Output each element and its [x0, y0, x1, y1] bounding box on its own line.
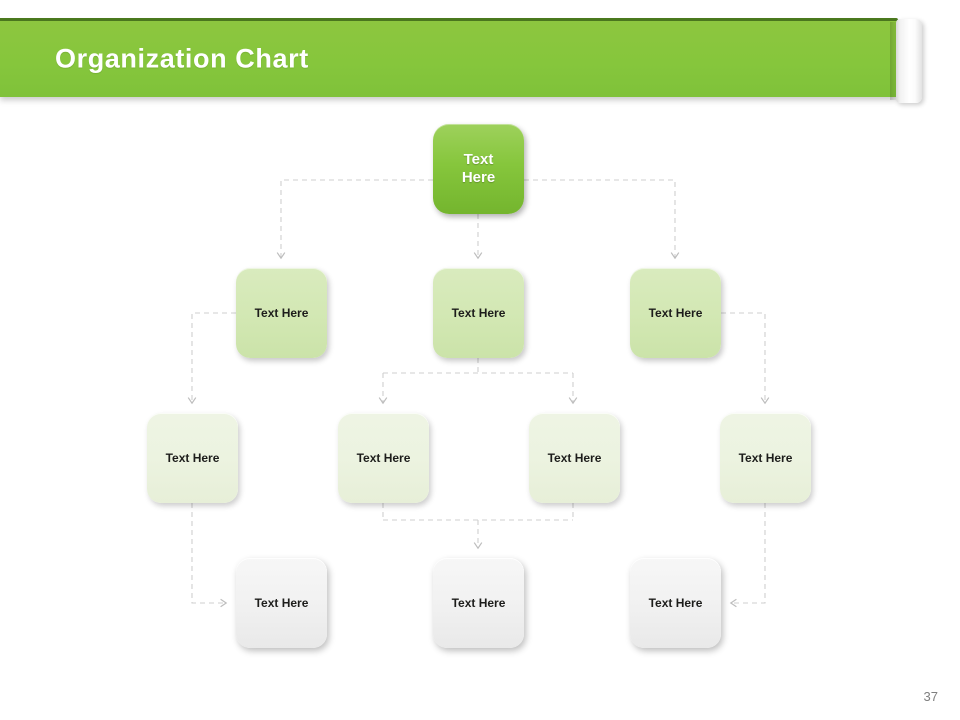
page-curl-decoration	[896, 19, 922, 103]
edge-root-to-left	[276, 179, 433, 260]
org-node-level4-1-label: Text Here	[254, 595, 309, 610]
page-number: 37	[923, 689, 938, 704]
org-node-level4-1[interactable]: Text Here	[236, 558, 327, 648]
edge-l2right-to-l3right	[721, 312, 770, 405]
org-node-level3-1[interactable]: Text Here	[147, 413, 238, 503]
org-node-level2-2[interactable]: Text Here	[433, 268, 524, 358]
org-node-level2-1-label: Text Here	[254, 305, 309, 320]
org-node-level2-2-label: Text Here	[451, 305, 506, 320]
org-node-level4-2-label: Text Here	[451, 595, 506, 610]
slide-header: Organization Chart	[0, 18, 930, 103]
org-node-level3-4[interactable]: Text Here	[720, 413, 811, 503]
page-title: Organization Chart	[55, 43, 309, 74]
org-node-level4-3-label: Text Here	[648, 595, 703, 610]
org-node-root-label-line1: Text	[463, 150, 494, 168]
org-node-level3-3[interactable]: Text Here	[529, 413, 620, 503]
header-top-border	[0, 18, 898, 22]
header-banner	[0, 21, 898, 97]
edge-l2left-to-l3left	[187, 312, 236, 405]
org-node-root-label-line2: Here	[461, 169, 496, 186]
org-node-level3-1-label: Text Here	[165, 450, 220, 465]
org-node-level2-1[interactable]: Text Here	[236, 268, 327, 358]
org-node-level2-3[interactable]: Text Here	[630, 268, 721, 358]
org-node-level4-3[interactable]: Text Here	[630, 558, 721, 648]
org-node-level3-4-label: Text Here	[738, 450, 793, 465]
org-node-level3-3-label: Text Here	[547, 450, 602, 465]
org-node-level3-2-label: Text Here	[356, 450, 411, 465]
edge-root-to-right	[524, 179, 680, 260]
edge-l3right-to-l4right	[729, 503, 766, 608]
edge-l3left-to-l4left	[191, 503, 228, 608]
org-node-level3-2[interactable]: Text Here	[338, 413, 429, 503]
org-node-level2-3-label: Text Here	[648, 305, 703, 320]
org-node-level4-2[interactable]: Text Here	[433, 558, 524, 648]
header-curl-shadow	[890, 22, 898, 100]
